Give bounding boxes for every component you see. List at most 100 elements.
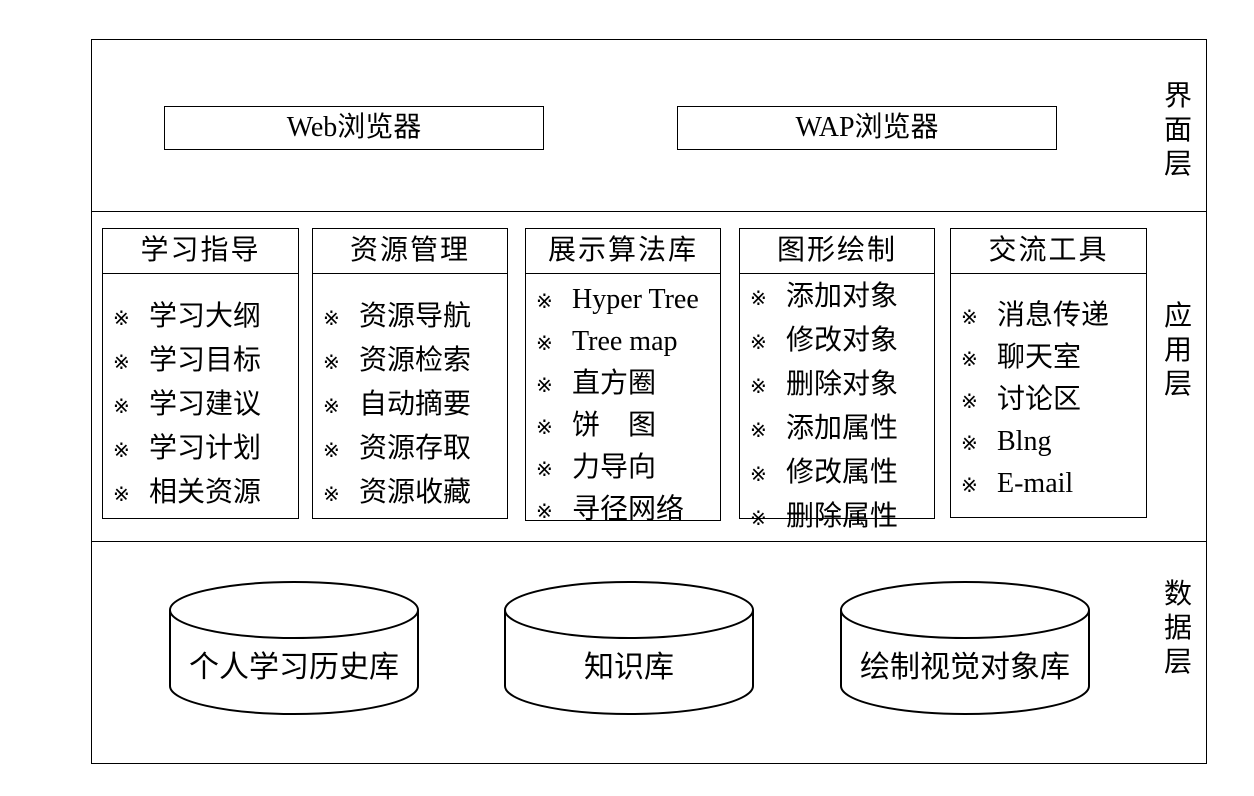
module-item: ※力导向: [536, 448, 720, 490]
module-item: ※ 聊天室: [961, 338, 1146, 380]
bullet-mark: ※: [113, 440, 130, 462]
database-label: 绘制视觉对象库: [860, 651, 1070, 684]
bullet-mark: ※: [750, 332, 767, 354]
module-item: ※ 删除属性: [750, 496, 934, 540]
module-item: ※Blng: [961, 422, 1146, 464]
cylinder-top: [504, 581, 754, 639]
bullet-mark: ※: [323, 308, 340, 330]
module-item-label: 聊天室: [997, 342, 1082, 373]
database-visual-objects: 绘制视觉对象库: [839, 580, 1091, 718]
module-title: 图形绘制: [740, 229, 934, 274]
module-item-label: 饼 图: [572, 410, 657, 441]
module-item-label: 学习计划: [149, 433, 262, 464]
module-item: ※ Tree map: [536, 322, 720, 364]
cylinder-top: [840, 581, 1090, 639]
bullet-mark: ※: [113, 308, 130, 330]
module-item: ※ 学习计划: [113, 428, 298, 472]
bullet-mark: ※: [536, 501, 553, 523]
layer-label-interface: 界面层: [1163, 81, 1192, 180]
module-item-label: 讨论区: [997, 384, 1082, 415]
layer-divider-top: [91, 211, 1207, 212]
module-item-list: ※添加对象 ※ 修改对象 ※ 删除对象 ※添加属性 ※ 修改属性 ※ 删除属性: [740, 274, 934, 540]
module-item: ※ 修改对象: [750, 320, 934, 364]
bullet-mark: ※: [961, 391, 978, 413]
module-item: ※ 相关资源: [113, 472, 298, 516]
module-item-list: ※资源导航※资源检索※自动摘要※资源存取※资源收藏: [313, 274, 507, 516]
bullet-mark: ※: [750, 464, 767, 486]
module-title: 交流工具: [951, 229, 1146, 274]
module-item-label: 资源导航: [359, 301, 472, 332]
database-learning-history: 个人学习历史库: [168, 580, 420, 718]
module-item: ※ 学习目标: [113, 340, 298, 384]
bullet-mark: ※: [323, 440, 340, 462]
database-label: 知识库: [584, 651, 674, 684]
module-item: ※ 自动摘要: [323, 384, 507, 428]
module-algorithm-library: 展示算法库※Hyper Tree※Tree map※直方圈※饼 图※力导向※寻径…: [525, 228, 721, 525]
module-item: ※直方圈: [536, 364, 720, 406]
module-item: ※ 资源导航: [323, 296, 507, 340]
module-item-label: 学习建议: [149, 389, 262, 420]
cylinder-body: [504, 610, 754, 715]
cylinder-top: [169, 581, 419, 639]
layer-divider-bottom: [91, 541, 1207, 542]
bullet-mark: ※: [323, 352, 340, 374]
module-item: ※学习建议: [113, 384, 298, 428]
bullet-mark: ※: [750, 508, 767, 530]
bullet-mark: ※: [961, 475, 978, 497]
bullet-mark: ※: [113, 352, 130, 374]
module-item: ※ 寻径网络: [536, 490, 720, 532]
module-item: ※ 饼 图: [536, 406, 720, 448]
cylinder-body: [840, 610, 1090, 715]
module-item-label: 学习目标: [149, 345, 262, 376]
layer-label-application: 应用层: [1163, 301, 1192, 400]
wap-browser-box: WAP浏览器: [677, 106, 1057, 150]
module-item-list: ※消息传递※聊天室※讨论区※Blng※E-mail: [951, 274, 1146, 506]
web-browser-label: Web浏览器: [286, 112, 422, 143]
module-item-label: 添加对象: [786, 281, 899, 312]
module-item-label: 直方圈: [572, 368, 657, 399]
bullet-mark: ※: [323, 396, 340, 418]
bullet-mark: ※: [750, 376, 767, 398]
module-item-label: 相关资源: [149, 477, 262, 508]
module-item: ※添加对象: [750, 276, 934, 320]
web-browser-box: Web浏览器: [164, 106, 544, 150]
wap-browser-label: WAP浏览器: [795, 112, 939, 143]
module-item-label: E-mail: [997, 468, 1074, 499]
module-item-label: 删除对象: [786, 369, 899, 400]
database-cylinder-shape: [169, 581, 419, 715]
bullet-mark: ※: [536, 291, 553, 313]
module-resource-management: 资源管理※资源导航※资源检索※自动摘要※资源存取※资源收藏: [312, 228, 508, 519]
module-item-label: 修改属性: [786, 457, 899, 488]
module-title: 资源管理: [313, 229, 507, 274]
module-item-label: 资源检索: [359, 345, 472, 376]
module-item-label: 寻径网络: [572, 494, 685, 525]
module-item-label: 修改对象: [786, 325, 899, 356]
layer-label-data: 数据层: [1163, 579, 1192, 678]
cylinder-body: [169, 610, 419, 715]
database-cylinder-shape: [504, 581, 754, 715]
module-item-label: 自动摘要: [359, 389, 472, 420]
module-item-label: 资源收藏: [359, 477, 472, 508]
module-item-label: Hyper Tree: [572, 284, 699, 315]
module-communication-tools: 交流工具※消息传递※聊天室※讨论区※Blng※E-mail: [950, 228, 1147, 518]
bullet-mark: ※: [113, 484, 130, 506]
module-item: ※ E-mail: [961, 464, 1146, 506]
module-item: ※学习大纲: [113, 296, 298, 340]
module-item: ※资源收藏: [323, 472, 507, 516]
module-item: ※资源存取: [323, 428, 507, 472]
bullet-mark: ※: [536, 459, 553, 481]
bullet-mark: ※: [536, 333, 553, 355]
module-item-label: 删除属性: [786, 501, 899, 532]
module-item-label: Tree map: [572, 326, 678, 357]
module-title: 展示算法库: [526, 229, 720, 274]
bullet-mark: ※: [961, 433, 978, 455]
module-item-list: ※学习大纲※学习目标※学习建议※学习计划※相关资源: [103, 274, 298, 516]
database-label: 个人学习历史库: [189, 651, 399, 684]
database-cylinder-shape: [840, 581, 1090, 715]
module-item: ※ 资源检索: [323, 340, 507, 384]
module-item: ※消息传递: [961, 296, 1146, 338]
bullet-mark: ※: [536, 417, 553, 439]
module-item: ※添加属性: [750, 408, 934, 452]
module-graph-drawing: 图形绘制※添加对象 ※ 修改对象 ※ 删除对象 ※添加属性 ※ 修改属性 ※ 删除属性: [739, 228, 935, 532]
bullet-mark: ※: [961, 349, 978, 371]
